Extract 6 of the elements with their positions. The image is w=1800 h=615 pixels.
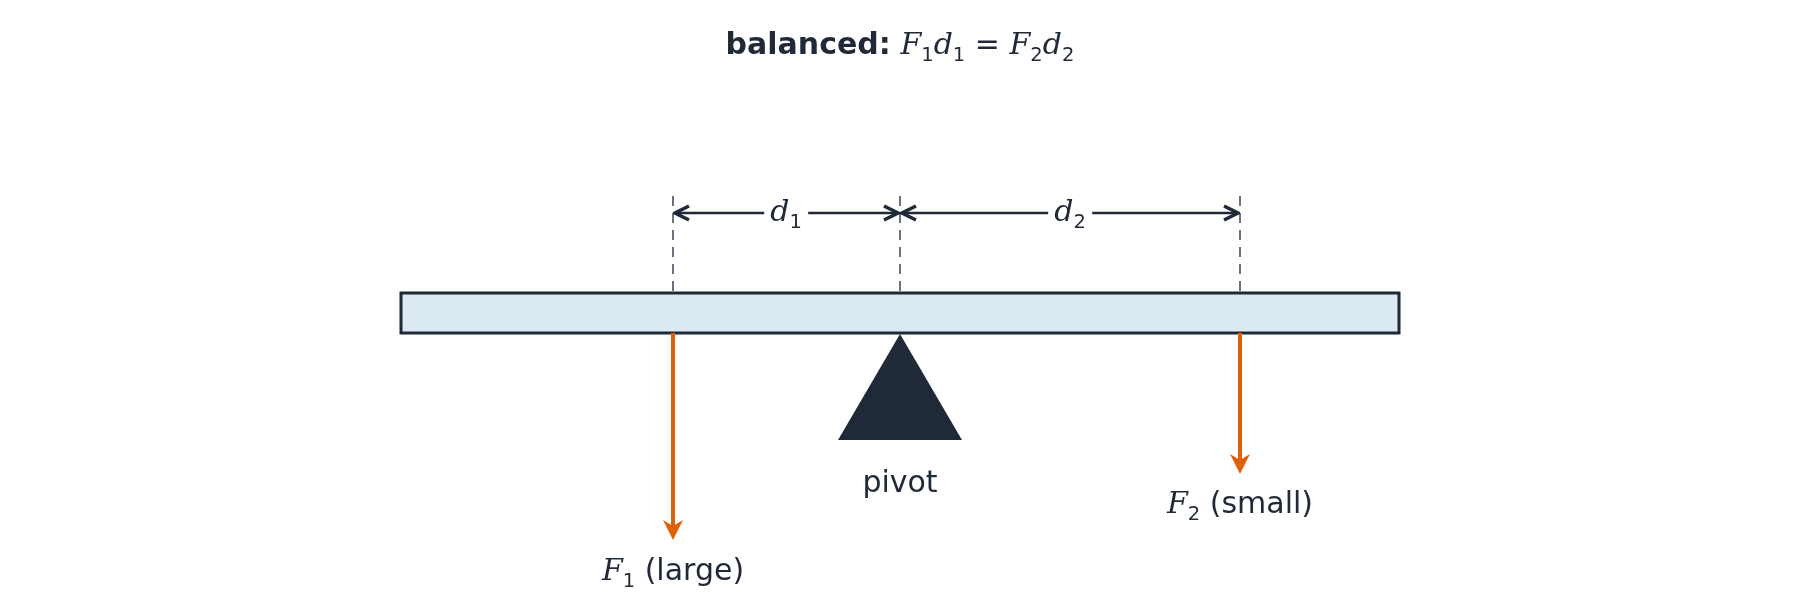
- pivot-triangle: [838, 334, 962, 440]
- title: balanced: F$_{1}$d$_{1}$ = F$_{2}$d$_{2}$: [725, 25, 1075, 67]
- pivot-label: pivot: [862, 464, 938, 500]
- force-label: F$_{1}$ (large): [601, 551, 745, 593]
- force-label: F$_{2}$ (small): [1166, 484, 1314, 526]
- beam: [399, 291, 1401, 335]
